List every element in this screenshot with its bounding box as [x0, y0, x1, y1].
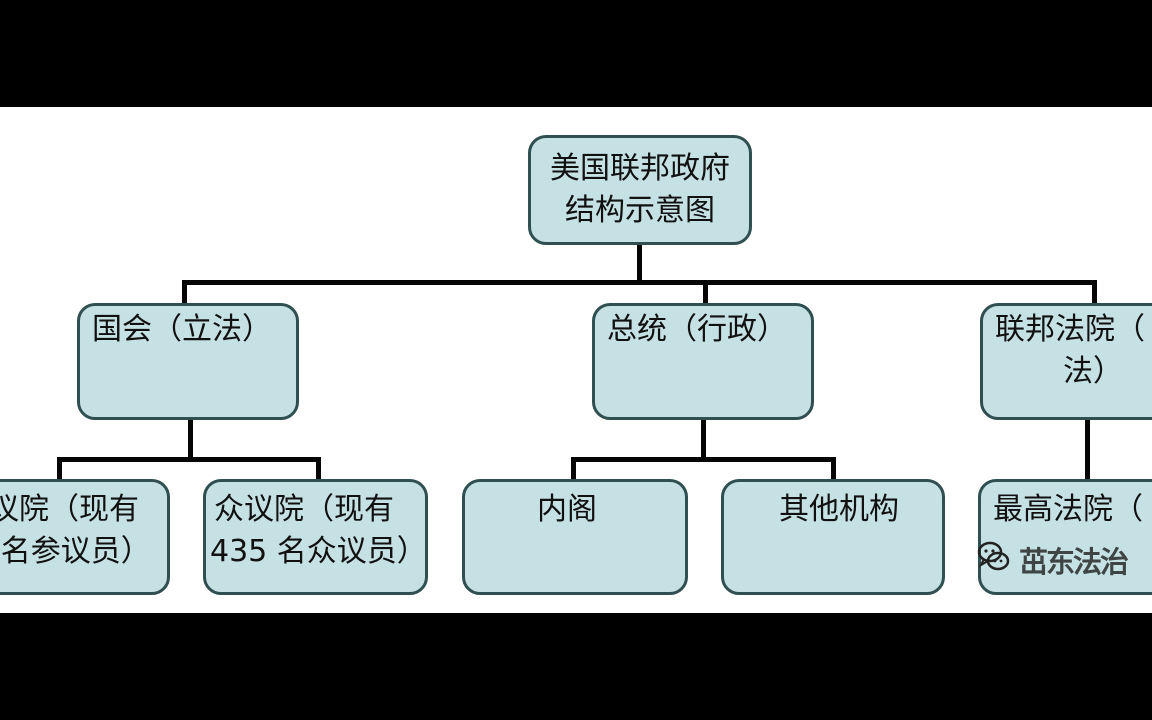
- other-agencies-top-connector: [831, 457, 836, 480]
- org-chart-diagram: 美国联邦政府 结构示意图 国会（立法） 总统（行政） 联邦法院（ 法） 议院（现…: [0, 107, 1152, 613]
- top-horizontal-connector: [182, 280, 1097, 285]
- senate-top-connector: [57, 457, 62, 480]
- executive-bottom-connector: [701, 420, 706, 460]
- judicial-top-connector: [1092, 280, 1097, 304]
- senate-node: 议院（现有 )名参议员）: [0, 479, 170, 595]
- legislative-bottom-connector: [188, 420, 193, 460]
- executive-node: 总统（行政）: [592, 303, 814, 420]
- supreme-court-node: 最高法院（: [978, 479, 1152, 595]
- legislative-label: 国会（立法）: [92, 312, 272, 347]
- other-agencies-label: 其他机构: [779, 492, 899, 527]
- root-vertical-connector: [637, 243, 642, 283]
- senate-label-line-2: )名参议员）: [0, 534, 151, 569]
- cabinet-node: 内阁: [462, 479, 688, 595]
- house-node: 众议院（现有 435 名众议员）: [203, 479, 428, 595]
- wechat-watermark: 茁东法治: [958, 531, 1152, 587]
- root-node: 美国联邦政府 结构示意图: [528, 135, 752, 245]
- judicial-node: 联邦法院（ 法）: [980, 303, 1152, 420]
- other-agencies-node: 其他机构: [721, 479, 945, 595]
- watermark-text: 茁东法治: [1019, 545, 1129, 579]
- house-top-connector: [316, 457, 321, 480]
- executive-top-connector: [703, 280, 708, 304]
- legislative-children-horizontal-connector: [57, 457, 321, 462]
- legislative-node: 国会（立法）: [77, 303, 299, 420]
- house-label-line-1: 众议院（现有: [214, 492, 394, 527]
- root-title-line-1: 美国联邦政府: [550, 151, 730, 186]
- legislative-top-connector: [182, 280, 187, 304]
- judicial-label-line-1: 联邦法院（: [995, 312, 1145, 347]
- wechat-icon: [977, 541, 1010, 571]
- judicial-label-line-2: 法）: [1063, 354, 1123, 389]
- executive-label: 总统（行政）: [607, 312, 787, 347]
- cabinet-top-connector: [571, 457, 576, 480]
- cabinet-label: 内阁: [537, 492, 597, 527]
- executive-children-horizontal-connector: [571, 457, 836, 462]
- supreme-court-label: 最高法院（: [993, 492, 1143, 527]
- judicial-bottom-connector: [1085, 420, 1090, 480]
- root-title-line-2: 结构示意图: [565, 193, 715, 228]
- senate-label-line-1: 议院（现有: [0, 492, 139, 527]
- house-label-line-2: 435 名众议员）: [210, 534, 427, 569]
